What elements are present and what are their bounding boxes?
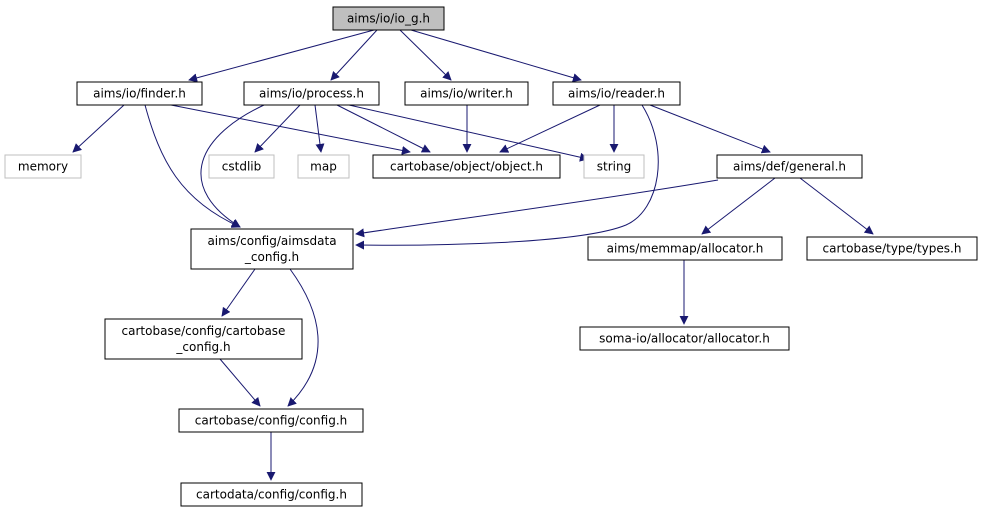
node-label-string: string bbox=[597, 160, 631, 174]
edge-process-to-aimsdata bbox=[200, 104, 265, 228]
edge-io_g-to-reader bbox=[410, 29, 582, 83]
node-box-memory[interactable] bbox=[4, 154, 82, 179]
node-io_g[interactable]: aims/io/io_g.h bbox=[332, 6, 445, 31]
edge-general-to-memmap bbox=[701, 177, 776, 235]
node-string[interactable]: string bbox=[583, 154, 645, 179]
edge-reader-to-object bbox=[499, 104, 601, 153]
node-box-string[interactable] bbox=[583, 154, 645, 179]
edge-io_g-to-finder bbox=[188, 29, 375, 83]
edge-finder-to-memory bbox=[72, 104, 125, 153]
edge-aimsdata-to-config bbox=[287, 268, 319, 407]
edge-process-to-map bbox=[314, 104, 325, 153]
node-label-memmap: aims/memmap/allocator.h bbox=[607, 242, 764, 256]
node-writer[interactable]: aims/io/writer.h bbox=[404, 81, 529, 106]
node-box-writer[interactable] bbox=[404, 81, 529, 106]
node-box-finder[interactable] bbox=[76, 81, 203, 106]
edge-general-to-aimsdata bbox=[355, 179, 719, 238]
node-label-reader: aims/io/reader.h bbox=[568, 87, 665, 101]
node-map[interactable]: map bbox=[297, 154, 350, 179]
edge-cbconfig-to-config bbox=[219, 358, 261, 407]
node-box-cbconfig[interactable] bbox=[104, 318, 303, 360]
node-label-finder: aims/io/finder.h bbox=[93, 87, 186, 101]
node-label-object: cartobase/object/object.h bbox=[390, 160, 543, 174]
node-label-cbconfig-0: cartobase/config/cartobase bbox=[122, 324, 286, 338]
node-label-process: aims/io/process.h bbox=[259, 87, 364, 101]
node-box-memmap[interactable] bbox=[587, 236, 783, 261]
edge-finder-to-aimsdata bbox=[144, 104, 241, 228]
node-label-aimsdata-1: _config.h bbox=[244, 250, 299, 264]
node-box-general[interactable] bbox=[716, 154, 863, 179]
node-label-general: aims/def/general.h bbox=[733, 160, 846, 174]
node-box-cstdlib[interactable] bbox=[208, 154, 275, 179]
node-label-cstdlib: cstdlib bbox=[222, 160, 261, 174]
node-box-reader[interactable] bbox=[552, 81, 681, 106]
node-finder[interactable]: aims/io/finder.h bbox=[76, 81, 203, 106]
node-box-config[interactable] bbox=[178, 408, 364, 433]
node-general[interactable]: aims/def/general.h bbox=[716, 154, 863, 179]
node-label-aimsdata-0: aims/config/aimsdata bbox=[207, 234, 336, 248]
node-label-memory: memory bbox=[18, 160, 68, 174]
edge-general-to-types bbox=[799, 177, 874, 235]
node-label-types: cartobase/type/types.h bbox=[823, 242, 962, 256]
edges bbox=[72, 29, 874, 481]
node-cstdlib[interactable]: cstdlib bbox=[208, 154, 275, 179]
node-aimsdata[interactable]: aims/config/aimsdata _config.h bbox=[190, 228, 354, 270]
edge-process-to-cstdlib bbox=[254, 104, 301, 153]
node-box-aimsdata[interactable] bbox=[190, 228, 354, 270]
edge-reader-to-general bbox=[649, 104, 771, 154]
edge-io_g-to-process bbox=[330, 29, 378, 81]
node-label-cbconfig-1: _config.h bbox=[175, 340, 230, 354]
node-label-somaalloc: soma-io/allocator/allocator.h bbox=[599, 332, 770, 346]
node-box-io_g[interactable] bbox=[332, 6, 445, 31]
edge-io_g-to-writer bbox=[399, 29, 452, 81]
nodes: aims/io/io_g.h aims/io/finder.h aims/io/pr… bbox=[4, 6, 978, 507]
node-box-types[interactable] bbox=[806, 236, 978, 261]
node-somaalloc[interactable]: soma-io/allocator/allocator.h bbox=[579, 326, 790, 351]
node-label-cdconfig: cartodata/config/config.h bbox=[196, 488, 347, 502]
node-box-somaalloc[interactable] bbox=[579, 326, 790, 351]
node-label-map: map bbox=[310, 160, 337, 174]
node-types[interactable]: cartobase/type/types.h bbox=[806, 236, 978, 261]
edge-aimsdata-to-cbconfig bbox=[221, 268, 256, 317]
node-label-config: cartobase/config/config.h bbox=[195, 414, 347, 428]
node-box-map[interactable] bbox=[297, 154, 350, 179]
node-reader[interactable]: aims/io/reader.h bbox=[552, 81, 681, 106]
node-process[interactable]: aims/io/process.h bbox=[243, 81, 380, 106]
node-memmap[interactable]: aims/memmap/allocator.h bbox=[587, 236, 783, 261]
node-memory[interactable]: memory bbox=[4, 154, 82, 179]
node-label-writer: aims/io/writer.h bbox=[420, 87, 513, 101]
node-config[interactable]: cartobase/config/config.h bbox=[178, 408, 364, 433]
edge-finder-to-object bbox=[170, 104, 411, 155]
node-box-process[interactable] bbox=[243, 81, 380, 106]
node-object[interactable]: cartobase/object/object.h bbox=[372, 154, 561, 179]
edge-process-to-object bbox=[336, 104, 431, 153]
node-box-object[interactable] bbox=[372, 154, 561, 179]
node-box-cdconfig[interactable] bbox=[180, 482, 363, 507]
edge-reader-to-aimsdata bbox=[355, 104, 659, 250]
edge-process-to-string bbox=[348, 104, 589, 162]
node-cdconfig[interactable]: cartodata/config/config.h bbox=[180, 482, 363, 507]
node-label-io_g: aims/io/io_g.h bbox=[347, 12, 430, 26]
node-cbconfig[interactable]: cartobase/config/cartobase _config.h bbox=[104, 318, 303, 360]
